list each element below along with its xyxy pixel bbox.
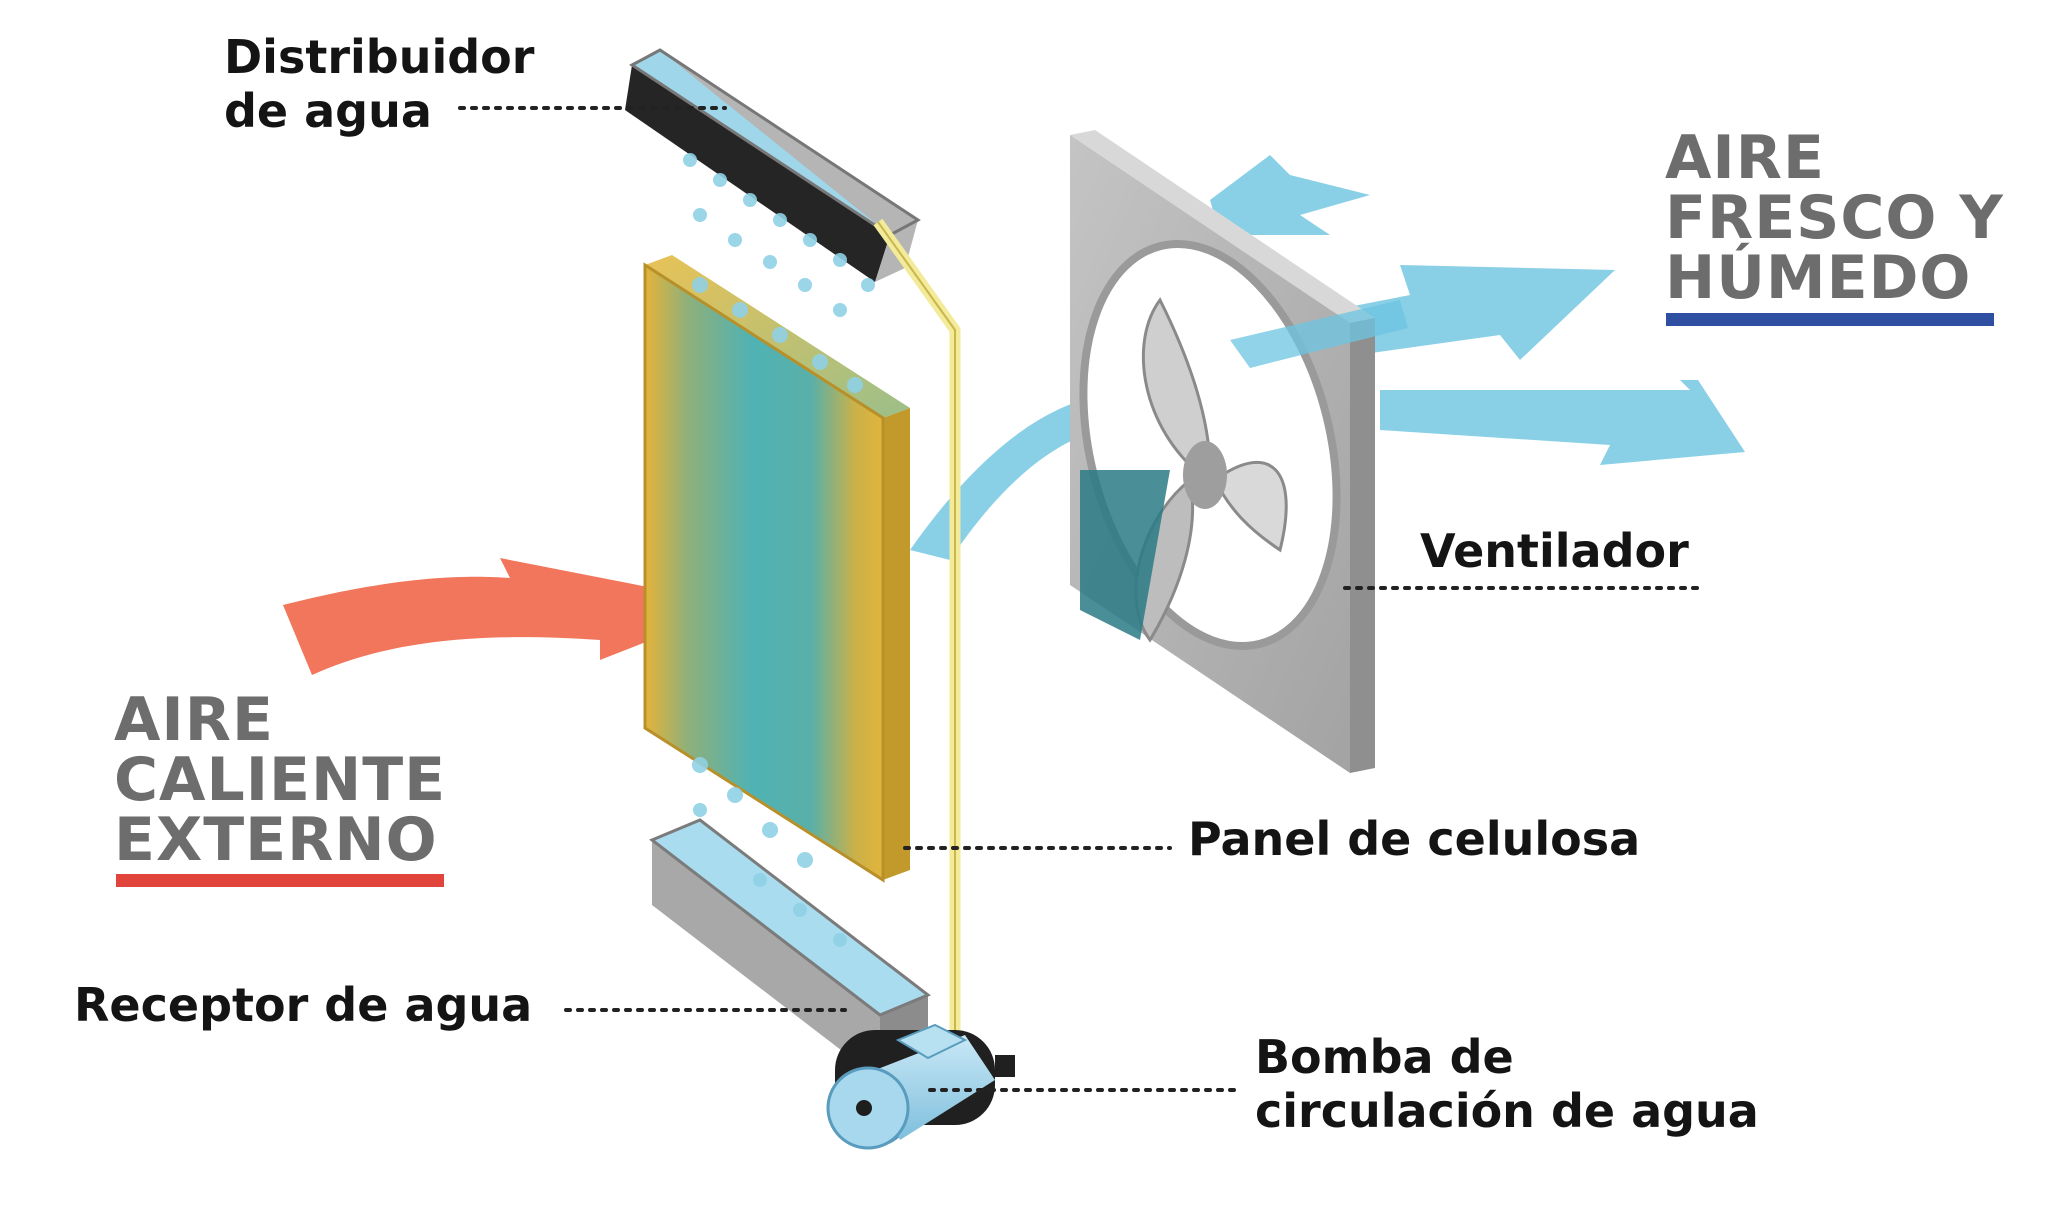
label-panel-celulosa: Panel de celulosa [1188,812,1641,866]
heading-aire-caliente: AIRE CALIENTE EXTERNO [114,690,446,870]
label-receptor: Receptor de agua [74,978,533,1032]
label-distribuidor: Distribuidor de agua [224,30,534,138]
water-droplets [683,153,875,947]
heading-aire-fresco-line2: FRESCO Y [1665,183,2004,253]
label-bomba-line1: Bomba de [1255,1030,1514,1084]
label-bomba: Bomba de circulación de agua [1255,1030,1759,1138]
fan-blades [1080,297,1288,643]
cellulose-pad [643,255,910,883]
circulation-pump [826,1023,1015,1150]
underline-cool [1666,313,1994,326]
water-distributor [625,48,921,282]
label-distribuidor-line1: Distribuidor [224,30,535,84]
heading-aire-fresco-line3: HÚMEDO [1665,243,1972,313]
heading-aire-caliente-line1: AIRE [114,685,274,755]
underline-hot [116,874,444,887]
label-distribuidor-line2: de agua [224,84,432,138]
label-bomba-line2: circulación de agua [1255,1084,1759,1138]
heading-aire-caliente-line2: CALIENTE [114,745,447,815]
heading-aire-caliente-line3: EXTERNO [114,805,438,875]
leader-lines [458,106,1707,1092]
heading-aire-fresco: AIRE FRESCO Y HÚMEDO [1665,128,2004,308]
hot-air-arrow [283,558,740,675]
heading-aire-fresco-line1: AIRE [1665,123,1825,193]
label-ventilador: Ventilador [1420,524,1689,578]
cool-air-arrows-front [1230,300,1408,368]
